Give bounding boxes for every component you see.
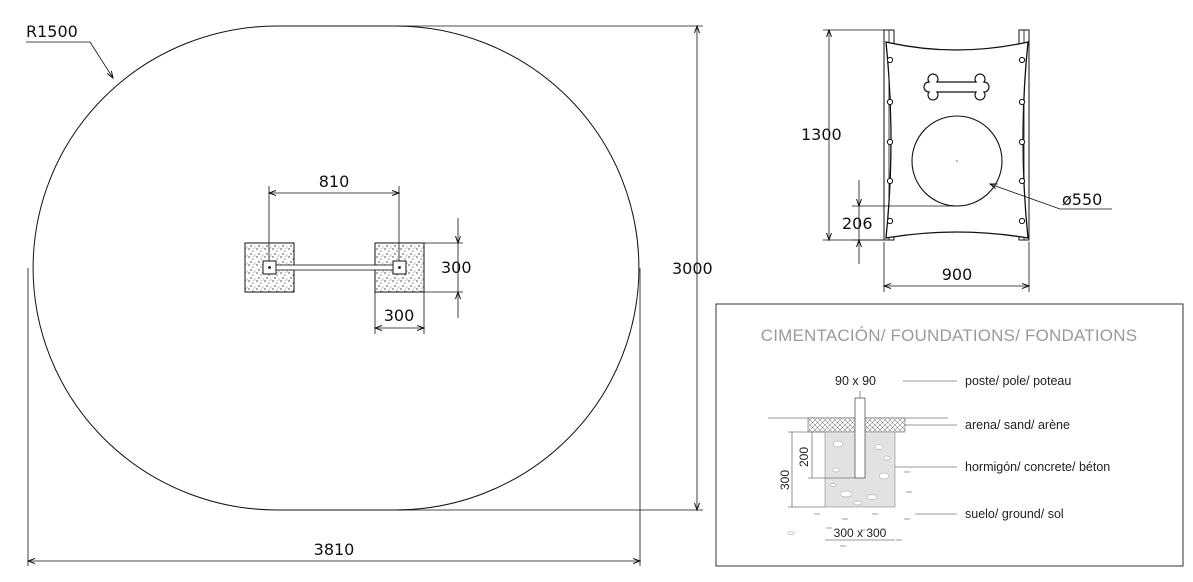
- elevation-width-dimension: 900: [884, 242, 1029, 292]
- total-depth-label: 3000: [672, 259, 713, 278]
- radius-callout: R1500: [26, 22, 113, 78]
- soil-marks: [814, 471, 912, 547]
- footing-width-dimension: 300: [375, 292, 424, 334]
- footing-width-label: 300: [384, 306, 415, 325]
- sand-label: arena/ sand/ arène: [965, 418, 1070, 432]
- bone-icon: [923, 73, 990, 101]
- ground-label: suelo/ ground/ sol: [965, 507, 1064, 521]
- concrete-label: hormigón/ concrete/ béton: [965, 460, 1110, 474]
- aggregate: [830, 440, 891, 506]
- footing-height-dimension: 300: [424, 218, 472, 318]
- elevation-height-dimension: 1300: [801, 30, 884, 240]
- depth-post-label: 200: [797, 447, 811, 467]
- total-length-dimension: 3810: [28, 268, 640, 566]
- plan-view: R1500 810 300 30: [26, 22, 713, 566]
- total-length-label: 3810: [314, 540, 355, 559]
- spacing-label: 810: [319, 172, 350, 191]
- foundation-post: [854, 397, 866, 479]
- hole-diameter-label: ø550: [1062, 190, 1102, 209]
- foundations-panel: CIMENTACIÓN/ FOUNDATIONS/ FONDATIONS: [715, 303, 1184, 567]
- elevation-width-label: 900: [942, 265, 973, 284]
- bolt-holes: [886, 56, 1026, 225]
- hole-height-label: 206: [842, 214, 873, 233]
- spacing-dimension: 810: [269, 172, 399, 261]
- hole-diameter-callout: ø550: [990, 184, 1112, 210]
- elevation-height-label: 1300: [801, 125, 842, 144]
- total-depth-dimension: 3000: [395, 26, 713, 510]
- post-label: poste/ pole/ poteau: [965, 374, 1071, 388]
- elevation-view: 1300 206 ø550 900: [801, 30, 1112, 292]
- hole-height-dimension: 206: [842, 180, 957, 264]
- footing-height-label: 300: [441, 258, 472, 277]
- post-section-label: 90 x 90: [835, 374, 876, 388]
- footing-size-label: 300 x 300: [834, 526, 887, 540]
- panel-plan: [275, 264, 394, 271]
- depth-total-label: 300: [778, 470, 792, 490]
- foundations-title: CIMENTACIÓN/ FOUNDATIONS/ FONDATIONS: [761, 326, 1137, 345]
- radius-label: R1500: [26, 22, 78, 41]
